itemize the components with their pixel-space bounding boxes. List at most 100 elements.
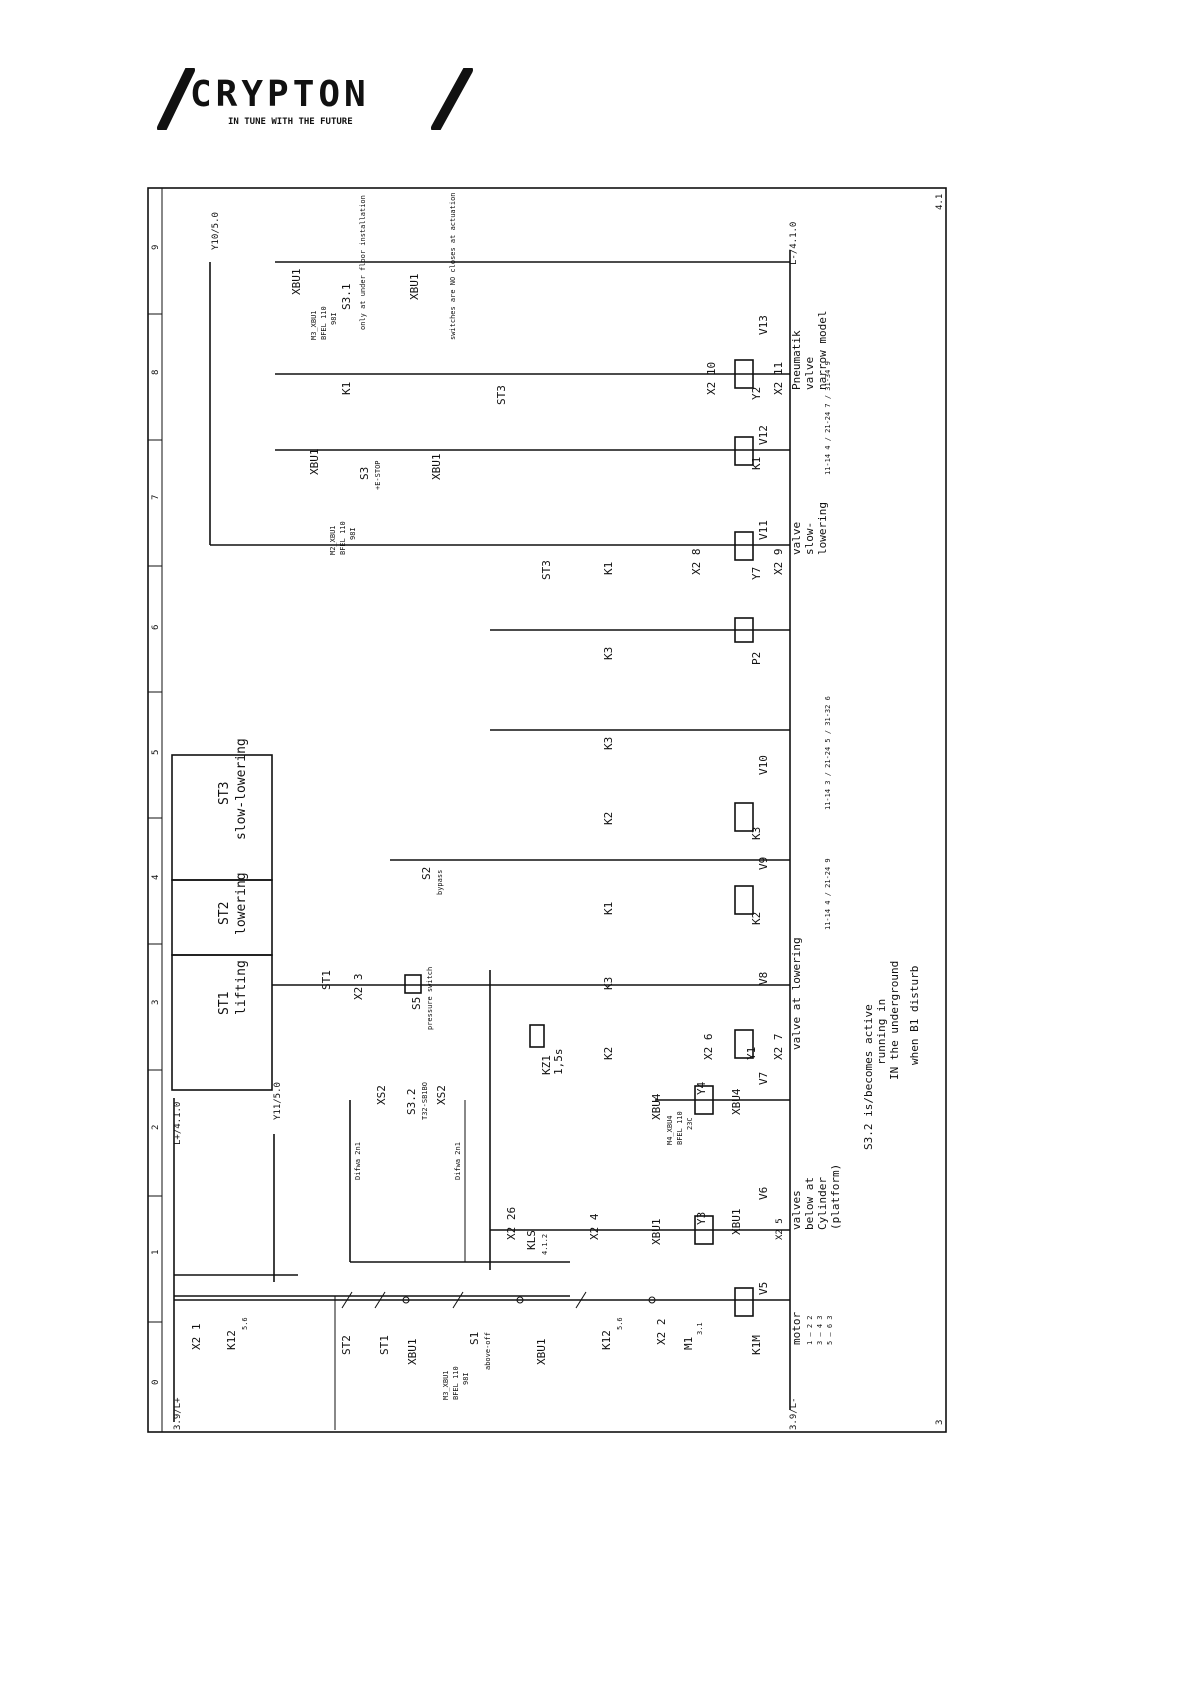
- box-st1-lifting: [171, 954, 273, 1091]
- col-8: 8: [151, 370, 161, 375]
- ref-l-minus-in: 3.9/L-: [789, 1397, 799, 1430]
- col-4: 4: [151, 875, 161, 880]
- ref-y11: Y11/5.0: [273, 1082, 283, 1120]
- label-k3-a: K3: [602, 977, 615, 990]
- ref-l-plus-out: L+/4.1.0: [173, 1102, 183, 1145]
- label-p2: P2: [750, 652, 763, 665]
- logo-tagline: IN TUNE WITH THE FUTURE: [228, 117, 353, 127]
- col-3: 3: [151, 1000, 161, 1005]
- label-s2: S2: [420, 867, 433, 880]
- col-6: 6: [151, 625, 161, 630]
- note-pneumatik-0: Pneumatik: [790, 330, 803, 390]
- label-xbu1-e: XBU1: [308, 449, 321, 476]
- label-s1-desc: above-off: [484, 1332, 492, 1370]
- label-x2-26: X2 26: [505, 1207, 518, 1240]
- logo-left-swoosh: [157, 65, 195, 133]
- label-difwa-1: Difwa 2n1: [354, 1142, 362, 1180]
- label-x2-2: X2 2: [655, 1319, 668, 1346]
- ref-y10: Y10/5.0: [211, 212, 221, 250]
- label-m5-a: M3_XBU1: [310, 310, 318, 340]
- note-motor-0: motor: [790, 1312, 803, 1345]
- label-st3-box: ST3: [217, 782, 232, 805]
- note-s32: S3.2 is/becomes active running in IN the…: [862, 961, 921, 1150]
- note-valve-slow-0: valve: [790, 522, 803, 555]
- note-motor: motor 1 — 2 2 3 — 4 3 5 — 6 3: [790, 1312, 834, 1345]
- note-valve-slow-2: lowering: [816, 502, 829, 555]
- col-1: 1: [151, 1250, 161, 1255]
- label-s3-1: S3.1: [340, 284, 353, 311]
- note-valve-slow: valve slow- lowering: [790, 502, 829, 555]
- label-k12-b-ref: 5.6: [616, 1317, 624, 1330]
- label-kz1: KZ1: [540, 1055, 553, 1075]
- label-xbu1-g: XBU1: [290, 269, 303, 296]
- note-s32-3: when B1 disturb: [908, 966, 921, 1065]
- label-y4: Y4: [695, 1081, 708, 1095]
- label-xs2-a: XS2: [375, 1085, 388, 1105]
- label-k12-a-ref: 5.6: [241, 1317, 249, 1330]
- label-xs2-b: XS2: [435, 1085, 448, 1105]
- label-m2-b: BFEL 110: [339, 521, 347, 555]
- label-s2-desc: bypass: [436, 870, 444, 895]
- label-v12: V12: [757, 425, 770, 445]
- note-motor-3: 5 — 6 3: [826, 1315, 834, 1345]
- label-x2-9: X2 9: [772, 549, 785, 576]
- label-x2-6: X2 6: [702, 1034, 715, 1061]
- label-k3-xref: 11-14 3 / 21-24 5 / 31-32 6: [824, 696, 832, 810]
- label-st1-box: ST1: [217, 992, 232, 1015]
- label-m3-b: BFEL 110: [452, 1366, 460, 1400]
- label-y3: Y3: [695, 1212, 708, 1225]
- label-v9: V9: [757, 857, 770, 870]
- label-k2-c: K2: [602, 812, 615, 825]
- note-pneumatik-2: narrow model: [816, 311, 829, 390]
- label-k3-d: K3: [602, 647, 615, 660]
- horn-p2: [734, 617, 754, 643]
- label-kz1-time: 1,5s: [552, 1049, 565, 1076]
- col-7: 7: [151, 495, 161, 500]
- label-y7: Y7: [750, 567, 763, 580]
- label-s3: S3: [358, 467, 371, 480]
- label-st3-box-desc: slow-lowering: [234, 738, 249, 840]
- label-kls: KLS: [525, 1230, 538, 1250]
- label-m2-c: 98I: [349, 527, 357, 540]
- label-s5: S5: [410, 997, 423, 1010]
- note-s32-1: running in: [875, 999, 888, 1065]
- label-v5: V5: [757, 1282, 770, 1295]
- label-switch-note: switches are NO closes at actuation: [449, 192, 457, 340]
- label-xbu1-h: XBU1: [408, 274, 421, 301]
- label-difwa-2: Difwa 2n1: [454, 1142, 462, 1180]
- label-m5-c: 98I: [330, 312, 338, 325]
- label-xbu4-a: XBU4: [650, 1093, 663, 1120]
- label-v13: V13: [757, 315, 770, 335]
- note-valves-below-3: (platform): [829, 1164, 842, 1230]
- label-st1-b: ST1: [320, 970, 333, 990]
- label-xbu1-b: XBU1: [535, 1339, 548, 1366]
- label-m3-c: 98I: [462, 1372, 470, 1385]
- logo-graphic: CRYPTON IN TUNE WITH THE FUTURE: [157, 65, 473, 133]
- label-m4-a: M4_XBU4: [666, 1115, 674, 1145]
- label-kls-ref: 4.1.2: [541, 1234, 549, 1255]
- note-s32-2: IN the underground: [888, 961, 901, 1080]
- crypton-logo: CRYPTON IN TUNE WITH THE FUTURE: [150, 65, 480, 133]
- label-s3-desc: +E-STOP: [374, 460, 382, 490]
- label-xbu1-a: XBU1: [406, 1339, 419, 1366]
- label-k3-b: K3: [602, 737, 615, 750]
- coil-k2: [734, 885, 754, 915]
- page-number-left: 3: [935, 1420, 945, 1425]
- ref-l-plus-in: 3.9/L+: [173, 1397, 183, 1430]
- label-x2-8: X2 8: [690, 549, 703, 576]
- label-x2-3: X2 3: [352, 974, 365, 1001]
- label-m3-a: M3_XBU1: [442, 1370, 450, 1400]
- coil-y1: [734, 1029, 754, 1059]
- label-v11: V11: [757, 520, 770, 540]
- label-x2-5: X2 5: [775, 1218, 785, 1240]
- label-k2-b: K2: [750, 912, 763, 925]
- coil-y3: [694, 1215, 714, 1245]
- note-s32-0: S3.2 is/becomes active: [862, 1004, 875, 1150]
- label-k1-a: K1: [602, 902, 615, 915]
- note-valve-slow-1: slow-: [803, 522, 816, 555]
- label-y2: Y2: [750, 387, 763, 400]
- label-st3-b: ST3: [540, 560, 553, 580]
- label-v7: V7: [757, 1072, 770, 1085]
- coil-k3: [734, 802, 754, 832]
